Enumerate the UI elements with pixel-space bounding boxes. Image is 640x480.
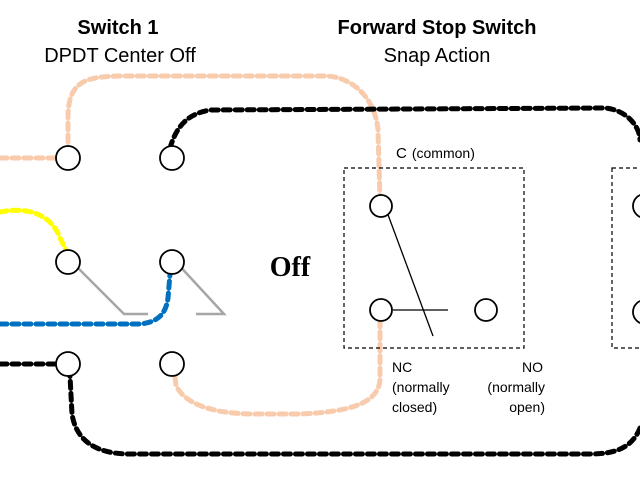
switch1-terminal-top-left <box>55 145 81 171</box>
switch1-title: Switch 1 <box>77 17 158 39</box>
peach-wire-lower <box>171 317 383 417</box>
peach-wire-upper <box>0 73 383 203</box>
stop-switch-blade <box>386 211 434 337</box>
switch1-terminal-mid-left <box>55 249 81 275</box>
switch1-subtitle: DPDT Center Off <box>44 45 196 67</box>
stop-switch-title: Forward Stop Switch <box>338 17 537 39</box>
no-note-line2: open) <box>509 399 545 415</box>
switch1-terminal-mid-right <box>159 249 185 275</box>
yellow-wire <box>0 207 69 253</box>
nc-note-line1: (normally <box>392 379 450 395</box>
no-note-line1: (normally <box>487 379 545 395</box>
switch1-terminal-bottom-left <box>55 351 81 377</box>
black-wire-lower <box>67 373 640 457</box>
blue-wire <box>0 271 173 327</box>
black-wire-loop <box>167 105 640 151</box>
switch1-terminal-top-right <box>159 145 185 171</box>
second-switch-terminal-bottom <box>632 300 640 324</box>
second-switch-terminal-top <box>632 194 640 218</box>
stop-switch-terminal-nc <box>369 298 393 322</box>
nc-note-line2: closed) <box>392 399 437 415</box>
switch1-terminal-bottom-right <box>159 351 185 377</box>
switch1-lever-right <box>175 261 227 316</box>
stop-switch-terminal-common <box>369 194 393 218</box>
nc-label: NC <box>392 359 412 375</box>
stop-switch-body <box>343 167 525 349</box>
switch1-state-label: Off <box>270 252 311 283</box>
switch1-lever-left <box>71 261 148 316</box>
stop-switch-terminal-no <box>474 298 498 322</box>
no-label: NO <box>522 359 543 375</box>
common-label: C(common) <box>396 145 475 162</box>
stop-switch-subtitle: Snap Action <box>384 45 491 67</box>
